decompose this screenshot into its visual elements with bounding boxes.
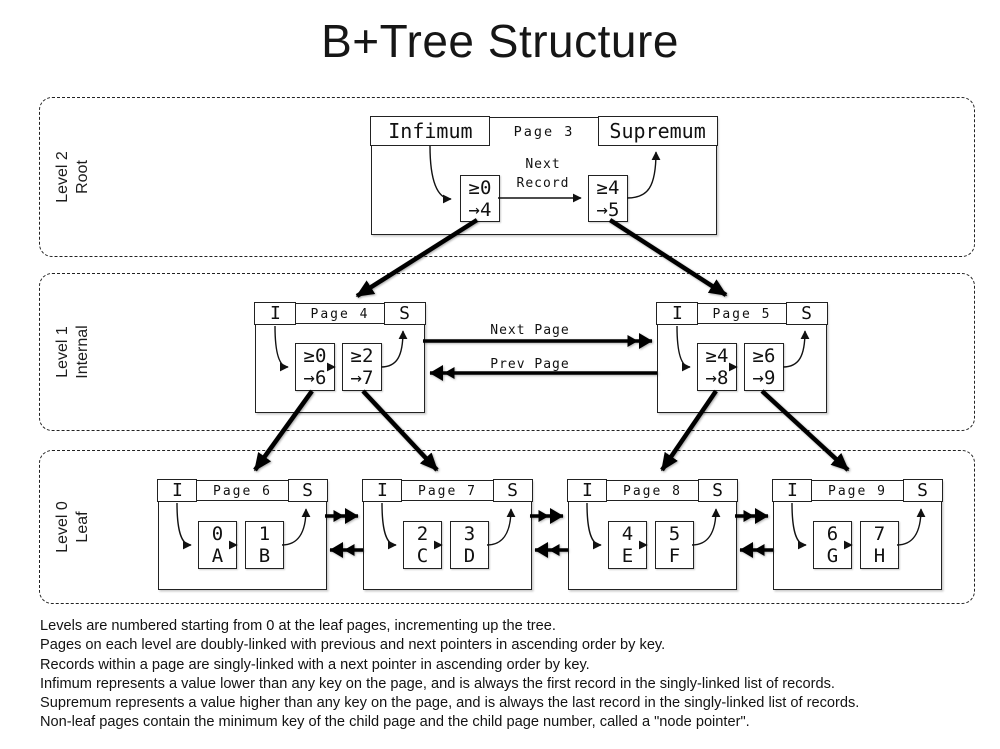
record-key: ≥0 [303,345,327,367]
header-divider [697,323,787,325]
record-p4-r1: ≥0 →6 [295,343,335,391]
record-pointer: →9 [752,367,776,389]
record-value: E [621,545,634,567]
record-p9-r2: 7 H [860,521,899,569]
header-divider [196,500,289,502]
note-line: Infimum represents a value lower than an… [40,675,835,692]
level-1-name: Level 1 [54,326,71,378]
infimum-box: I [362,479,403,503]
note-line: Non-leaf pages contain the minimum key o… [40,714,750,731]
record-p5-r1: ≥4 →8 [697,343,737,391]
note-line: Levels are numbered starting from 0 at t… [40,618,556,634]
level-0-sub: Leaf [74,511,91,543]
record-pointer: →8 [705,367,729,389]
infimum-box: Infimum [370,116,491,147]
supremum-box: S [287,479,328,503]
supremum-box: S [383,302,426,326]
supremum-box: S [697,479,738,503]
record-p7-r1: 2 C [403,521,442,569]
level-1-internal-container: Level 1 Internal [39,273,975,431]
record-pointer: →6 [303,367,327,389]
page-3-title: Page 3 [513,124,575,140]
note-line: Records within a page are singly-linked … [40,656,590,673]
record-p7-r2: 3 D [450,521,489,569]
header-divider [401,500,494,502]
diagram-title: B+Tree Structure [321,15,679,67]
footnotes: Levels are numbered starting from 0 at t… [40,617,990,733]
header-divider [606,500,699,502]
note-line: Supremum represents a value higher than … [40,695,860,712]
level-0-label: Level 0 Leaf [51,452,95,602]
record-value: F [668,545,681,567]
supremum-box: S [785,302,828,326]
record-pointer: →4 [468,199,492,221]
page-5-title: Page 5 [712,307,772,322]
record-key: 3 [463,523,476,545]
page-9: I Page 9 S 6 G 7 H [772,479,943,590]
level-2-label: Level 2 Root [51,102,95,252]
record-p6-r2: 1 B [245,521,284,569]
page-7: I Page 7 S 2 C 3 D [362,479,533,590]
record-p6-r1: 0 A [198,521,237,569]
level-2-sub: Root [74,160,91,194]
infimum-box: I [656,302,699,326]
record-key: ≥0 [468,177,492,199]
note-line: Pages on each level are doubly-linked wi… [40,637,666,654]
header-divider [295,323,385,325]
record-key: 5 [668,523,681,545]
record-p3-r1: ≥0 →4 [460,175,500,222]
record-pointer: →7 [350,367,374,389]
prev-page-label: Prev Page [490,357,570,372]
next-record-label: Next Record [516,157,570,191]
page-4: I Page 4 S ≥0 →6 ≥2 →7 [254,302,426,413]
record-value: C [416,545,429,567]
record-key: 2 [416,523,429,545]
page-6-title: Page 6 [213,484,272,499]
record-p4-r2: ≥2 →7 [342,343,382,391]
record-key: ≥2 [350,345,374,367]
record-key: 0 [211,523,224,545]
record-key: ≥4 [596,177,620,199]
level-2-root-container: Level 2 Root [39,97,975,257]
next-page-label: Next Page [490,323,570,338]
record-p3-r2: ≥4 →5 [588,175,628,222]
record-p9-r1: 6 G [813,521,852,569]
page-4-title: Page 4 [310,307,370,322]
page-9-title: Page 9 [828,484,887,499]
record-key: 4 [621,523,634,545]
supremum-box: S [492,479,533,503]
record-key: ≥6 [752,345,776,367]
record-value: A [211,545,224,567]
infimum-box: I [157,479,198,503]
supremum-box: S [902,479,943,503]
infimum-box: I [772,479,813,503]
record-key: ≥4 [705,345,729,367]
record-value: B [258,545,271,567]
record-value: D [463,545,476,567]
page-8-title: Page 8 [623,484,682,499]
page-6: I Page 6 S 0 A 1 B [157,479,328,590]
page-3: Infimum Page 3 Supremum ≥0 →4 ≥4 →5 [370,116,718,235]
record-key: 6 [826,523,839,545]
record-p8-r1: 4 E [608,521,647,569]
level-0-leaf-container: Level 0 Leaf [39,450,975,604]
record-p8-r2: 5 F [655,521,694,569]
record-key: 7 [873,523,886,545]
page-7-title: Page 7 [418,484,477,499]
page-8: I Page 8 S 4 E 5 F [567,479,738,590]
record-p5-r2: ≥6 →9 [744,343,784,391]
record-value: H [873,545,886,567]
record-pointer: →5 [596,199,620,221]
infimum-box: I [567,479,608,503]
record-value: G [826,545,839,567]
record-key: 1 [258,523,271,545]
page-5: I Page 5 S ≥4 →8 ≥6 →9 [656,302,828,413]
level-2-name: Level 2 [54,151,71,203]
supremum-box: Supremum [597,116,718,147]
level-1-label: Level 1 Internal [51,277,95,427]
header-divider [811,500,904,502]
level-0-name: Level 0 [54,501,71,553]
level-1-sub: Internal [74,325,91,379]
infimum-box: I [254,302,297,326]
